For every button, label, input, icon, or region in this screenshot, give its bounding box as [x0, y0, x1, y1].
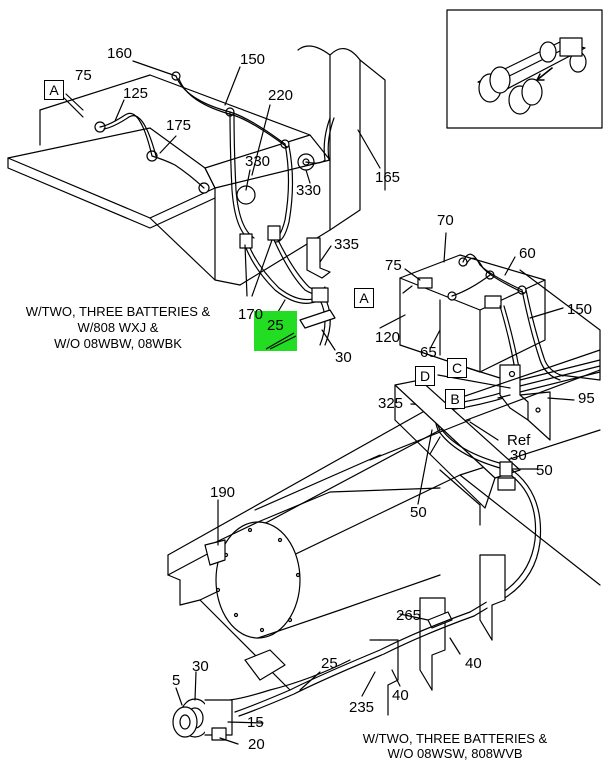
callout-50-left: 50	[410, 504, 427, 521]
callout-150-top: 150	[240, 51, 266, 68]
callout-30-top: 30	[335, 349, 352, 366]
callout-335: 335	[334, 236, 360, 253]
view-ref-d: D	[415, 366, 435, 386]
callout-325: 325	[378, 395, 404, 412]
callout-15: 15	[247, 714, 264, 731]
callout-60: 60	[519, 245, 536, 262]
callout-330-left: 330	[245, 153, 271, 170]
frame-rail	[167, 349, 601, 745]
callout-165: 165	[375, 169, 401, 186]
callout-25-lower: 25	[321, 655, 338, 672]
callout-75-left: 75	[75, 67, 92, 84]
callout-160: 160	[107, 45, 133, 62]
caption-bottom-line-2: W/O 08WSW, 808WVB	[387, 746, 523, 761]
callout-175: 175	[166, 117, 192, 134]
view-ref-c: C	[447, 358, 467, 378]
callout-40-left: 40	[392, 687, 409, 704]
highlight-part-25	[254, 311, 297, 351]
caption-left-line-1: W/TWO, THREE BATTERIES &	[25, 304, 211, 319]
callout-120: 120	[375, 329, 401, 346]
inset-vehicle-view	[446, 9, 603, 129]
callout-25-highlighted: 25	[267, 317, 284, 334]
callout-50-right: 50	[536, 462, 553, 479]
caption-bottom-line-1: W/TWO, THREE BATTERIES &	[362, 731, 548, 746]
callout-5: 5	[172, 672, 181, 689]
callout-150-right: 150	[567, 301, 593, 318]
callout-190: 190	[210, 484, 236, 501]
callout-40-right: 40	[465, 655, 482, 672]
callout-70: 70	[437, 212, 454, 229]
callout-75-right: 75	[385, 257, 402, 274]
callout-20: 20	[248, 736, 265, 753]
callout-125: 125	[123, 85, 149, 102]
caption-left-line-2: W/808 WXJ &	[77, 320, 159, 335]
view-ref-a-left: A	[44, 80, 64, 100]
callout-ref: Ref	[507, 432, 531, 449]
callout-30-right: 30	[510, 447, 527, 464]
battery-box-right	[379, 232, 601, 441]
callout-220: 220	[268, 87, 294, 104]
callout-30-lower: 30	[192, 658, 209, 675]
view-ref-a-right: A	[354, 288, 374, 308]
callout-170: 170	[238, 306, 264, 323]
highlighted-cable-end	[265, 332, 297, 350]
callout-235: 235	[349, 699, 375, 716]
callout-330-right: 330	[296, 182, 322, 199]
caption-left-line-3: W/O 08WBW, 08WBK	[54, 336, 182, 351]
callout-265: 265	[396, 607, 422, 624]
callout-65: 65	[420, 344, 437, 361]
callout-95: 95	[578, 390, 595, 407]
battery-box-top-left	[7, 45, 386, 351]
view-ref-b: B	[445, 389, 465, 409]
